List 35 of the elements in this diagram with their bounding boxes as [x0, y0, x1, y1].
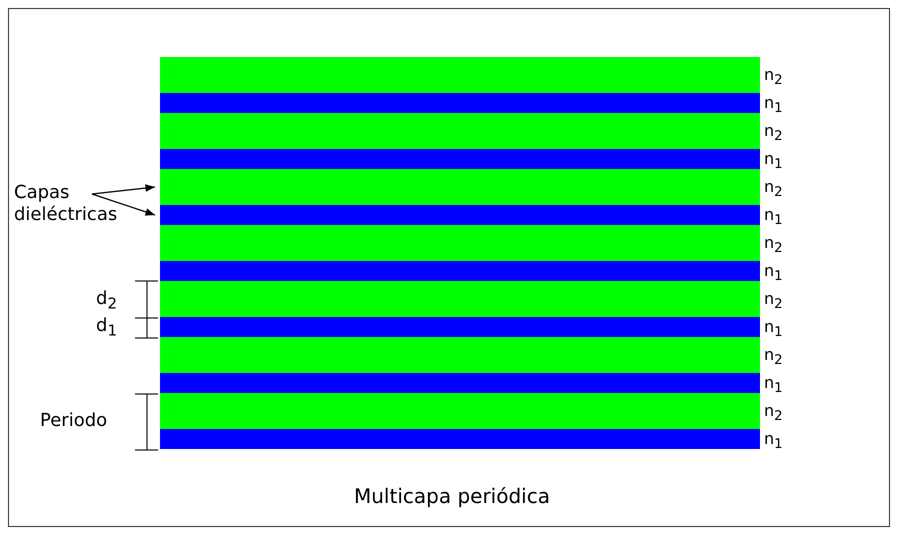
dielectric-layer [160, 93, 760, 113]
refractive-index-label: n$_{1}$ [764, 150, 783, 174]
refractive-index-label: n$_{2}$ [764, 66, 783, 90]
dielectric-layer [160, 373, 760, 393]
arrow [92, 184, 156, 195]
dielectric-layer [160, 205, 760, 225]
dielectric-layer [160, 261, 760, 281]
dielectric-layer [160, 57, 760, 93]
refractive-index-label: n$_{2}$ [764, 346, 783, 370]
refractive-index-label: n$_{2}$ [764, 290, 783, 314]
arrow [92, 193, 156, 216]
refractive-index-label: n$_{2}$ [764, 234, 783, 258]
refractive-index-label: n$_{1}$ [764, 206, 783, 230]
dielectric-layer [160, 337, 760, 373]
refractive-index-label: n$_{2}$ [764, 178, 783, 202]
dielectric-layer [160, 317, 760, 337]
refractive-index-label: n$_{2}$ [764, 402, 783, 426]
dielectric-layer [160, 281, 760, 317]
refractive-index-label: n$_{1}$ [764, 374, 783, 398]
dielectric-layer [160, 149, 760, 169]
refractive-index-label: n$_{1}$ [764, 318, 783, 342]
dimension-label: d$_{1}$ [96, 315, 117, 342]
dielectric-layer [160, 393, 760, 429]
text-label: Capas dieléctricas [14, 182, 138, 226]
refractive-index-label: n$_{1}$ [764, 430, 783, 454]
dielectric-layer [160, 429, 760, 449]
period-label: Periodo [40, 410, 108, 432]
dielectric-layer [160, 225, 760, 261]
dielectric-layer [160, 113, 760, 149]
dielectric-layer [160, 169, 760, 205]
refractive-index-label: n$_{1}$ [764, 94, 783, 118]
dimension-label: d$_{2}$ [96, 288, 117, 315]
refractive-index-label: n$_{2}$ [764, 122, 783, 146]
refractive-index-label: n$_{1}$ [764, 262, 783, 286]
caption: Multicapa periódica [354, 485, 550, 507]
